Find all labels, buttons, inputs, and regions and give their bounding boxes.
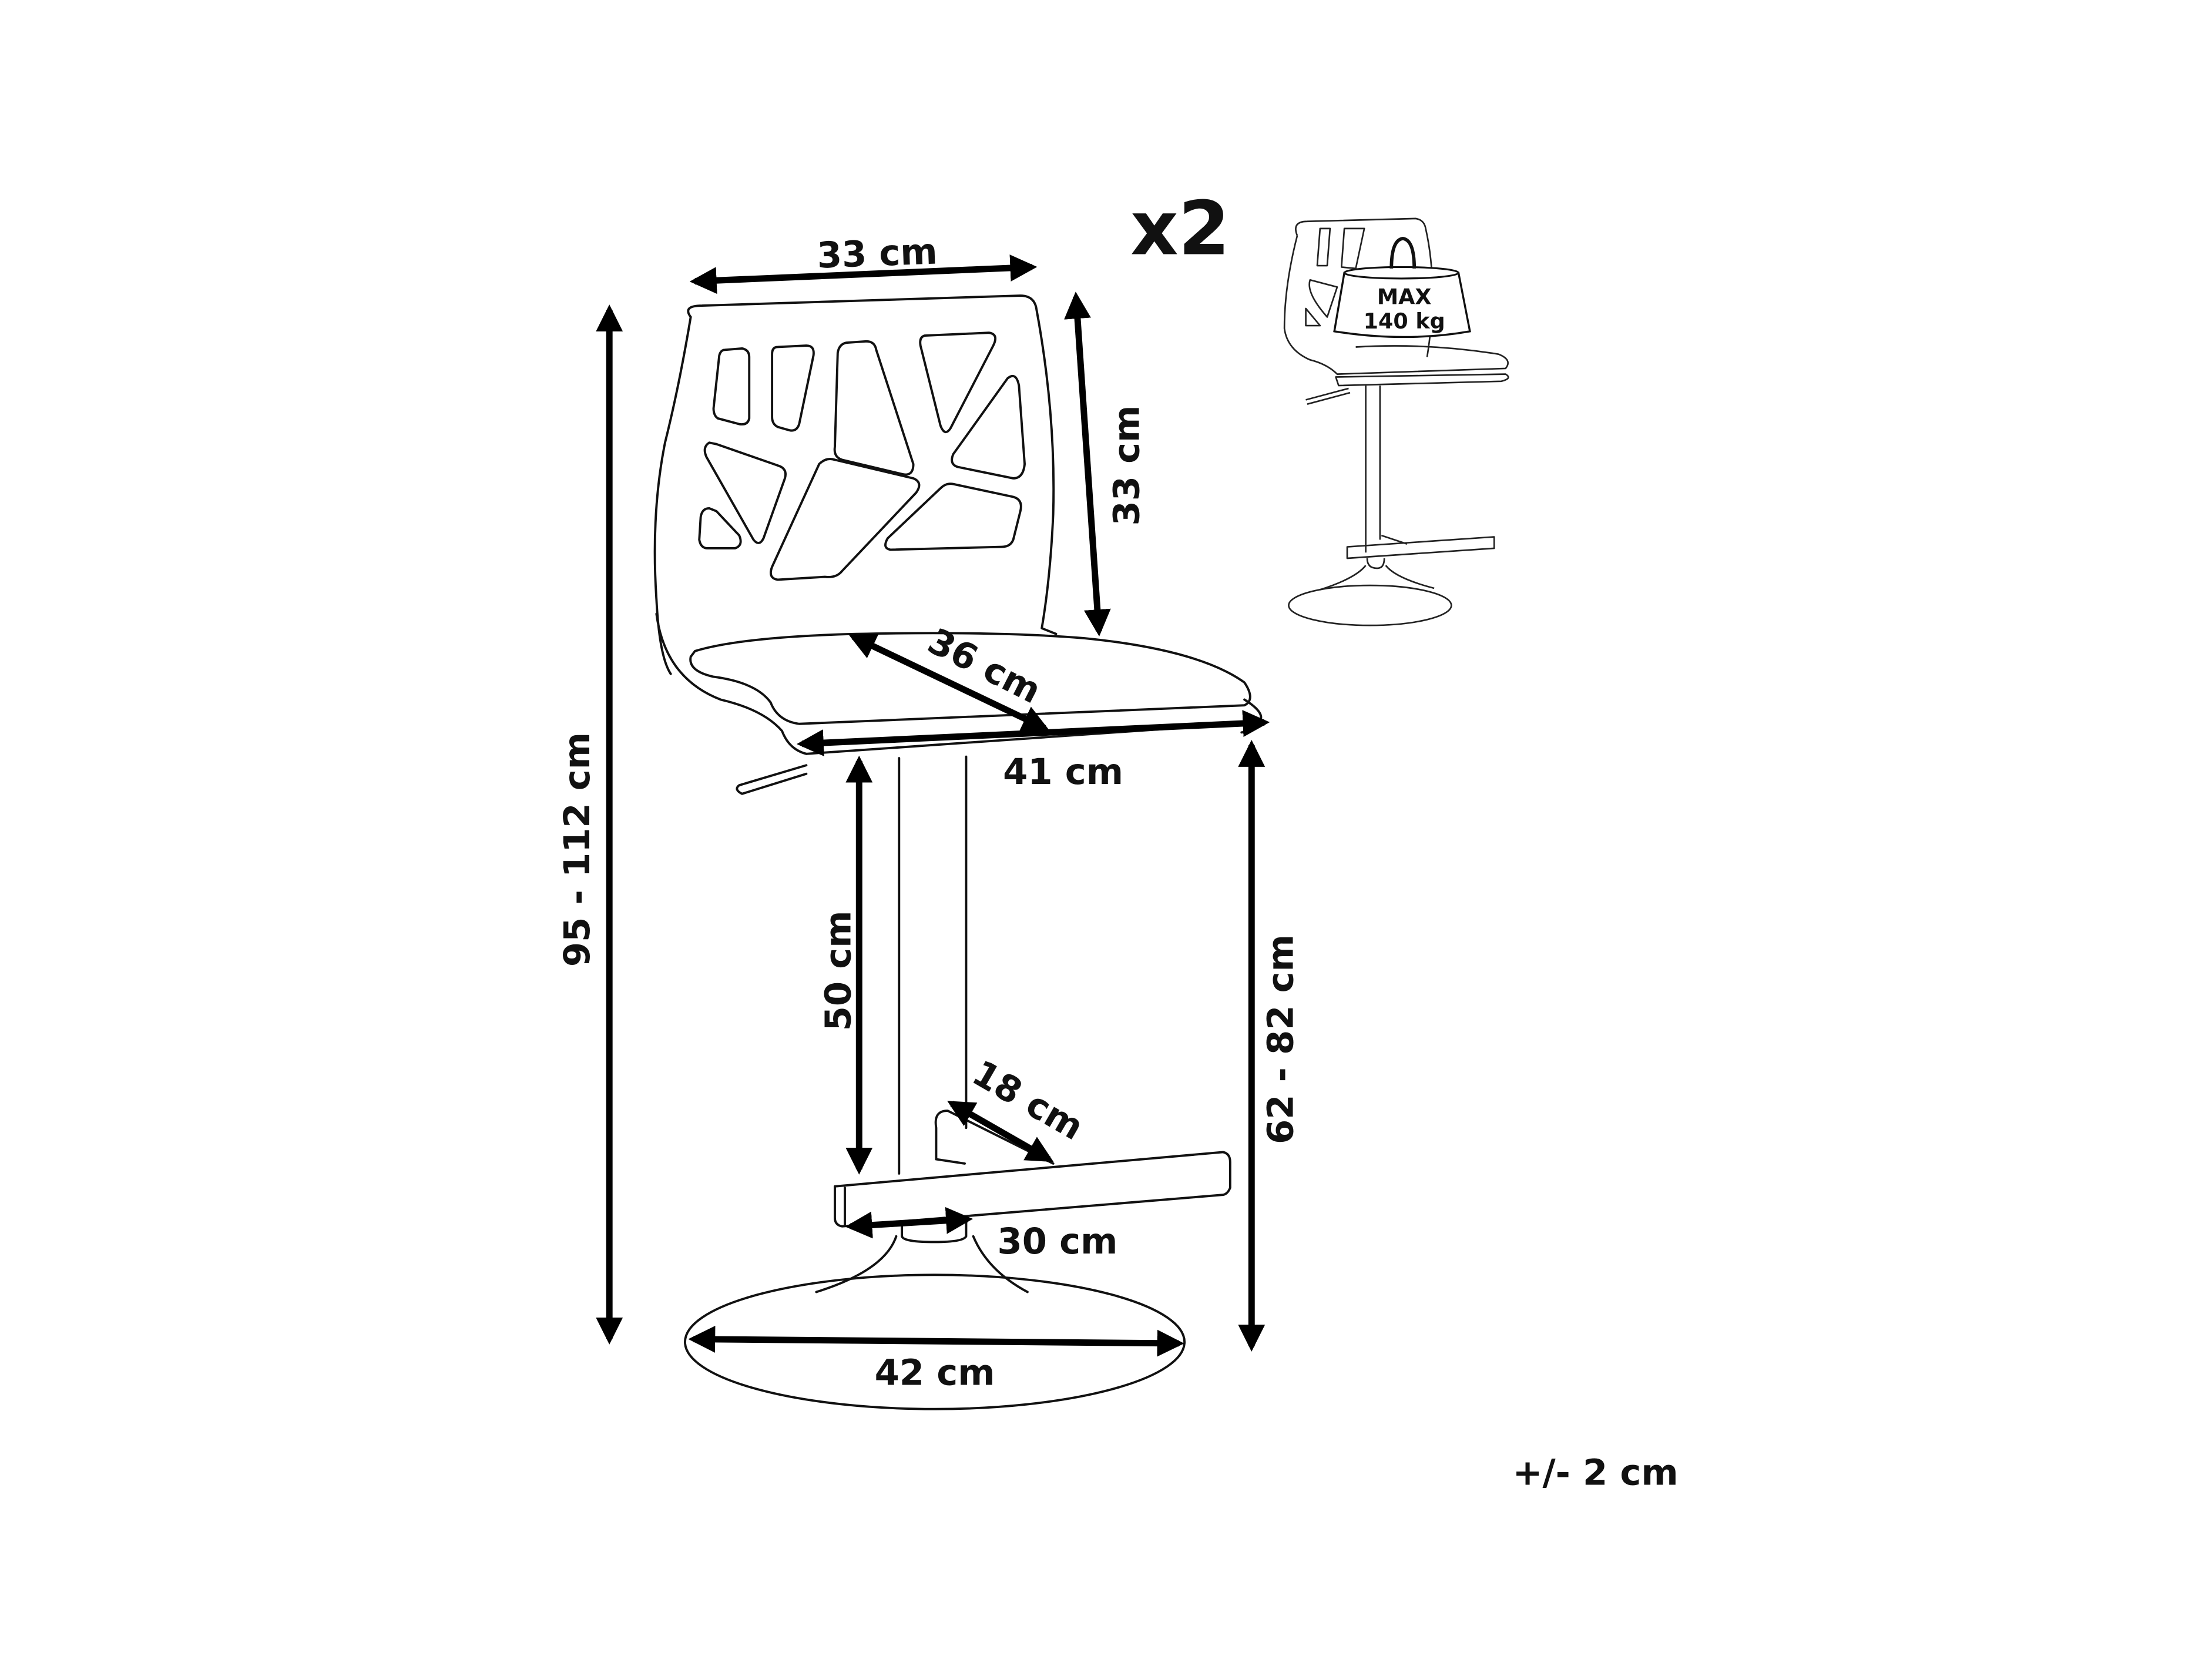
footrest-width-label: 30 cm	[997, 1221, 1117, 1262]
quantity-label: x2	[1130, 186, 1230, 272]
base-cone	[815, 1221, 1029, 1293]
backrest-cutouts	[698, 331, 1026, 581]
footrest-depth-arrow	[947, 1101, 1054, 1162]
back-height-arrow	[1064, 291, 1111, 637]
back-width-label: 33 cm	[817, 231, 938, 276]
column	[898, 755, 968, 1175]
tolerance-note: +/- 2 cm	[1513, 1452, 1679, 1493]
dimension-arrows	[596, 254, 1270, 1357]
back-height-label: 33 cm	[1106, 405, 1147, 526]
back-width-arrow	[689, 254, 1038, 294]
max-weight-value: 140 kg	[1364, 309, 1445, 334]
seat-width-label: 41 cm	[1003, 752, 1123, 793]
base-diameter-label: 42 cm	[875, 1352, 995, 1393]
footrest-depth-label: 18 cm	[965, 1053, 1090, 1148]
base-plate	[683, 1273, 1186, 1410]
max-load-illustration: MAX 140 kg	[1283, 217, 1509, 626]
backrest	[653, 294, 1058, 675]
gas-lever	[736, 764, 808, 795]
base-diameter-arrow	[688, 1326, 1184, 1357]
footrest	[834, 1110, 1231, 1228]
total-height-label: 95 - 112 cm	[557, 732, 598, 967]
stool-main-drawing	[653, 294, 1263, 1410]
column-height-label: 50 cm	[818, 911, 860, 1031]
weight-icon: MAX 140 kg	[1333, 236, 1471, 338]
footrest-width-arrow	[845, 1206, 974, 1239]
max-label: MAX	[1377, 284, 1432, 310]
seat-width-arrow	[796, 710, 1270, 756]
seat-height-label: 62 - 82 cm	[1261, 934, 1302, 1144]
